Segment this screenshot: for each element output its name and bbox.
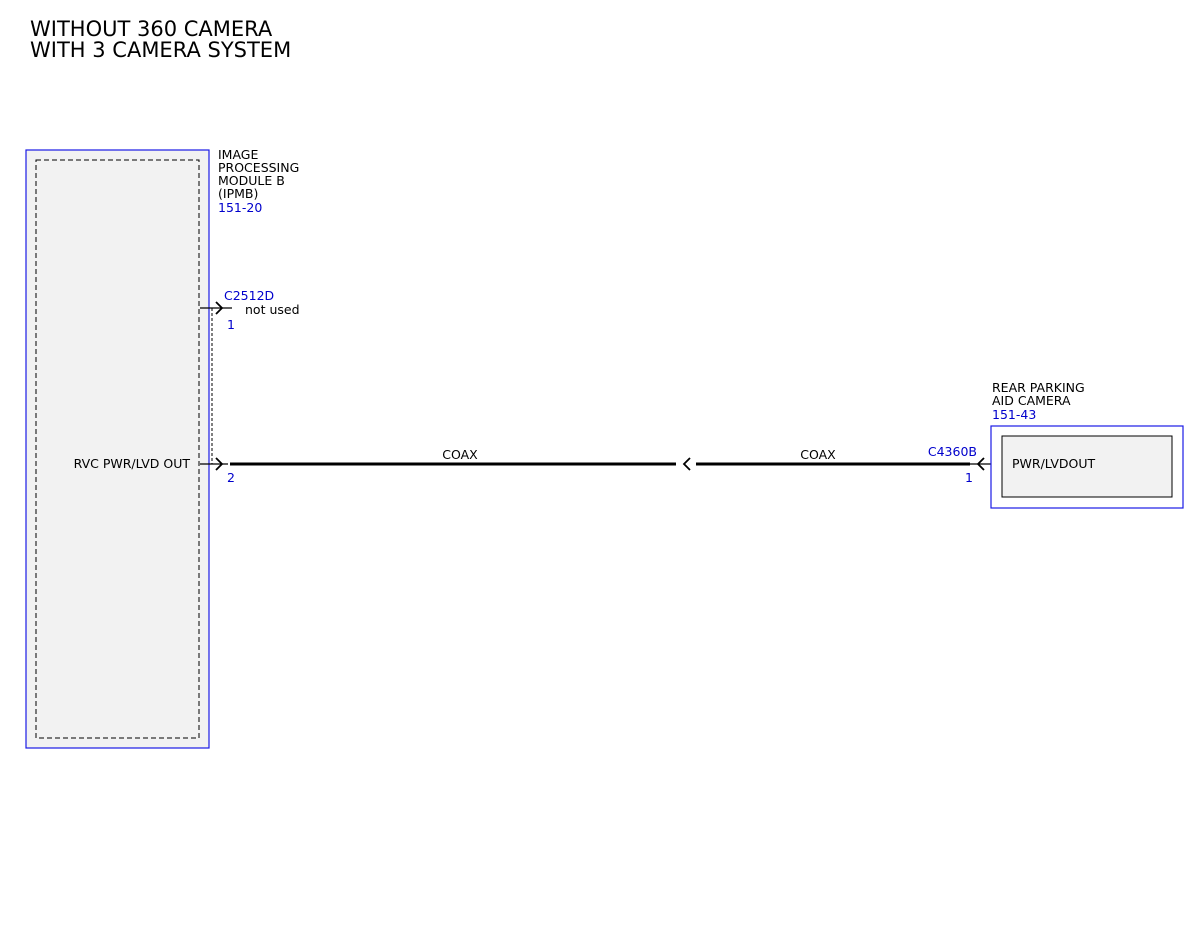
camera-module-inner-box: [1001, 435, 1173, 498]
diagram-title-line2: WITH 3 CAMERA SYSTEM: [30, 38, 291, 62]
c2512d-pin2-chevron-icon: [215, 457, 224, 471]
ipmb-name-line3: MODULE B: [218, 173, 285, 188]
ipmb-name-line4: (IPMB): [218, 186, 258, 201]
inline-connector-chevron-icon: [682, 457, 691, 471]
ipmb-name-line2: PROCESSING: [218, 160, 299, 175]
connector-c2512d[interactable]: C2512D not used 1 2: [200, 288, 300, 485]
ipmb-module[interactable]: RVC PWR/LVD OUT: [25, 149, 210, 749]
ipmb-ref[interactable]: 151-20: [218, 200, 262, 215]
c4360b-pin-number: 1: [965, 470, 973, 485]
c2512d-pin1-note: not used: [245, 302, 300, 317]
ipmb-name-block: IMAGE PROCESSING MODULE B (IPMB) 151-20: [218, 147, 299, 215]
camera-name-line1: REAR PARKING: [992, 380, 1085, 395]
c2512d-id[interactable]: C2512D: [224, 288, 274, 303]
c4360b-chevron-icon: [976, 457, 985, 471]
ipmb-name-line1: IMAGE: [218, 147, 258, 162]
diagram-title-line1: WITHOUT 360 CAMERA: [30, 17, 273, 41]
ipmb-module-box: [25, 149, 210, 749]
camera-module[interactable]: PWR/LVDOUT: [990, 425, 1184, 509]
coax-wire-right-label: COAX: [800, 447, 836, 462]
coax-wire[interactable]: COAX COAX: [230, 447, 970, 471]
camera-ref[interactable]: 151-43: [992, 407, 1036, 422]
c2512d-pin2-number: 2: [227, 470, 235, 485]
camera-pin-label: PWR/LVDOUT: [1012, 456, 1096, 471]
connector-c4360b[interactable]: C4360B 1: [928, 444, 1002, 485]
ipmb-module-inner-dashed: [35, 159, 200, 739]
ipmb-pin-label: RVC PWR/LVD OUT: [74, 456, 191, 471]
c2512d-pin1-number: 1: [227, 317, 235, 332]
camera-name-line2: AID CAMERA: [992, 393, 1071, 408]
coax-wire-left-label: COAX: [442, 447, 478, 462]
camera-name-block: REAR PARKING AID CAMERA 151-43: [992, 380, 1085, 422]
c4360b-id[interactable]: C4360B: [928, 444, 977, 459]
c2512d-pin1-chevron-icon: [215, 301, 224, 315]
